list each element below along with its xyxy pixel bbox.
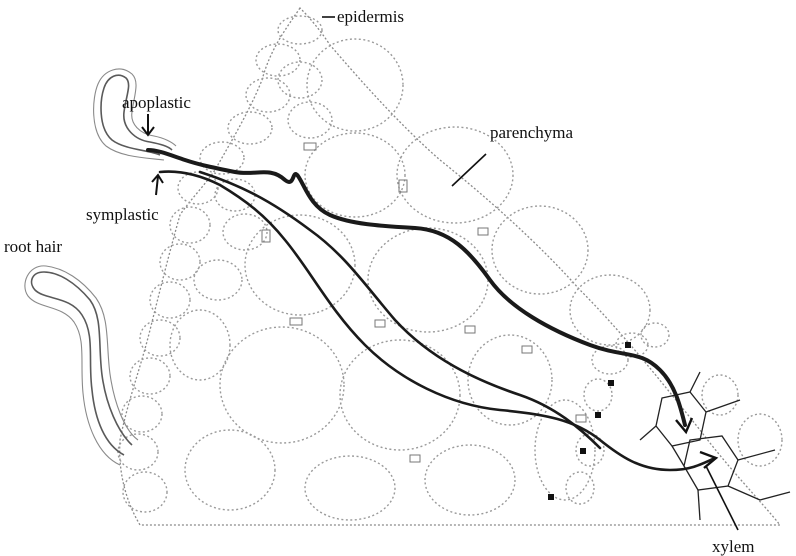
xylem-vessels xyxy=(640,372,790,520)
xylem-leader xyxy=(706,466,738,530)
root-hair-label: root hair xyxy=(4,237,62,256)
xylem-label: xylem xyxy=(712,537,755,556)
apoplastic-label: apoplastic xyxy=(122,93,191,112)
epidermis-label: epidermis xyxy=(337,7,404,26)
parenchyma-label: parenchyma xyxy=(490,123,574,142)
symplastic-path xyxy=(160,172,715,470)
root-hair-upper xyxy=(101,75,172,155)
symplastic-label: symplastic xyxy=(86,205,159,224)
tissue-outline xyxy=(120,8,780,525)
apoplastic-arrow xyxy=(142,114,154,135)
parenchyma-cells xyxy=(170,39,650,520)
symplastic-arrow xyxy=(152,175,163,195)
epidermis-cells xyxy=(118,16,332,512)
parenchyma-leader xyxy=(452,154,486,186)
